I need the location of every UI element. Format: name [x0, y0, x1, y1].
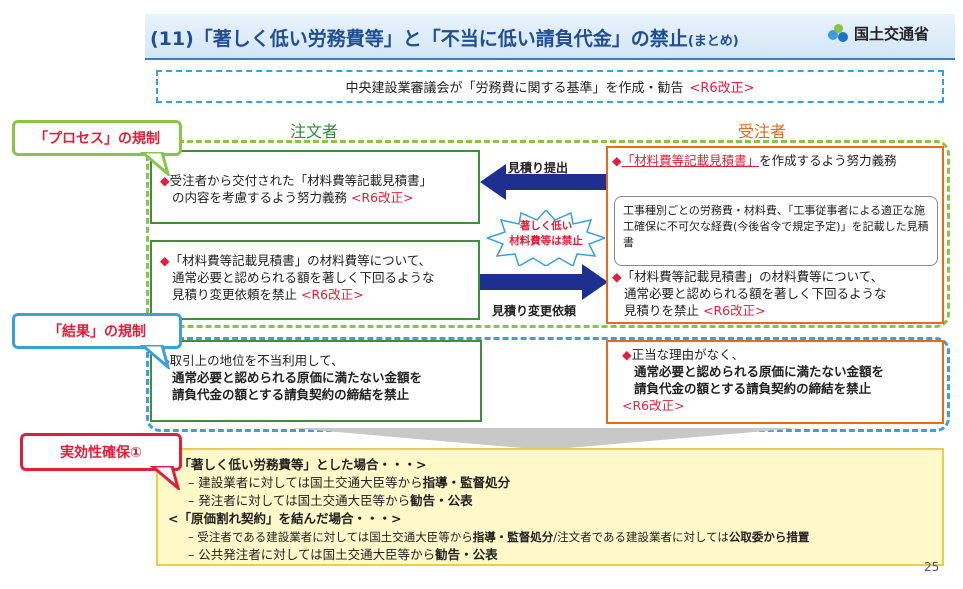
header-underline	[145, 58, 955, 60]
burst-line2: 材料費等は禁止	[509, 235, 583, 247]
orderer-box2-line3: 見積り変更依頼を禁止	[172, 287, 298, 302]
arrows-graphic	[480, 164, 608, 300]
result-contractor-line3: 請負代金の額とする請負契約の締結を禁止	[634, 381, 872, 396]
title-main: (11)「著しく低い労務費等」と「不当に低い請負代金」の禁止	[150, 28, 688, 50]
contractor-box1-rest: を作成するよう努力義務	[759, 153, 897, 168]
contractor-box2-line2: 通常必要と認められる額を著しく下回るような	[624, 286, 887, 301]
estimate-submit-label: 見積り提出	[508, 161, 569, 175]
mlit-logo-icon	[826, 22, 850, 44]
header-bar	[145, 14, 955, 58]
enforcement-heading-2: <「原価割れ契約」を結んだ場合・・・>	[168, 511, 402, 526]
estimate-change-arrow-icon	[480, 264, 608, 300]
contractor-estimate-prohibit: ◆「材料費等記載見積書」の材料費等について、 通常必要と認められる額を著しく下回…	[612, 268, 942, 319]
page-number: 25	[924, 560, 940, 574]
orderer-box2-tag: <R6改正>	[301, 287, 364, 302]
prohibition-burst-icon	[487, 210, 605, 266]
enforcement-item-4: – 公共発注者に対しては国土交通大臣等から勧告・公表	[188, 547, 498, 562]
result-orderer-line1: 取引上の地位を不当利用して、	[169, 353, 344, 368]
enforcement-item-3: – 受注者である建設業者に対しては国土交通大臣等から指導・監督処分/注文者である…	[188, 530, 810, 544]
estimate-submit-arrow-icon	[480, 164, 608, 200]
orderer-box1-tag: <R6改正>	[351, 190, 414, 205]
burst-line1: 著しく低い	[519, 220, 573, 232]
result-contractor-line1: 正当な理由がなく、	[631, 347, 745, 362]
ministry-name: 国土交通省	[854, 24, 930, 43]
orderer-result-box: ◆取引上の地位を不当利用して、 通常必要と認められる原価に満たない金額を 請負代…	[150, 340, 482, 422]
ministry-logo: 国土交通省	[826, 22, 929, 44]
orderer-consideration-box: ◆受注者から交付された「材料費等記載見積書」 の内容を考慮するよう努力義務 <R…	[150, 150, 480, 224]
bullet: ◆	[160, 173, 170, 188]
contractor-estimate-line: ◆「材料費等記載見積書」を作成するよう努力義務	[612, 152, 940, 169]
label-pointer-icon	[140, 345, 170, 369]
bullet: ◆	[160, 253, 170, 268]
enforcement-heading-1: <「著しく低い労務費等」とした場合・・・>	[168, 457, 427, 472]
labor-cost-standard-box: 中央建設業審議会が「労務費に関する基準」を作成・勧告 <R6改正>	[156, 70, 944, 103]
bullet: ◆	[612, 153, 622, 168]
result-orderer-line2: 通常必要と認められる原価に満たない金額を	[172, 370, 423, 385]
result-regulation-label: 「結果」の規制	[12, 313, 182, 349]
enforcement-item-1: – 建設業者に対しては国土交通大臣等から指導・監督処分	[188, 475, 511, 490]
orderer-change-request-box: ◆「材料費等記載見積書」の材料費等について、 通常必要と認められる額を著しく下回…	[150, 240, 480, 320]
page-title: (11)「著しく低い労務費等」と「不当に低い請負代金」の禁止(まとめ)	[150, 24, 739, 51]
title-suffix: (まとめ)	[687, 34, 739, 49]
estimate-doc-link[interactable]: 「材料費等記載見積書」	[621, 153, 760, 168]
bullet: ◆	[622, 347, 632, 362]
process-regulation-label: 「プロセス」の規制	[12, 120, 182, 156]
enforcement-item-2: – 発注者に対しては国土交通大臣等から勧告・公表	[188, 493, 473, 508]
standard-text: 中央建設業審議会が「労務費に関する基準」を作成・勧告	[345, 81, 684, 96]
label-pointer-icon	[150, 466, 180, 490]
contractor-result-box: ◆正当な理由がなく、 通常必要と認められる原価に満たない金額を 請負代金の額とす…	[606, 340, 944, 424]
label-pointer-icon	[140, 152, 170, 176]
contractor-box2-tag: <R6改正>	[703, 303, 766, 318]
contractor-box2-line1: 「材料費等記載見積書」の材料費等について、	[621, 269, 884, 284]
result-contractor-line2: 通常必要と認められる原価に満たない金額を	[634, 364, 885, 379]
contractor-box2-line3: 見積りを禁止	[624, 303, 700, 318]
orderer-heading: 注文者	[290, 122, 339, 141]
orderer-box1-line1: 受注者から交付された「材料費等記載見積書」	[169, 173, 433, 188]
process-region	[146, 140, 950, 328]
orderer-box1-line2: の内容を考慮するよう努力義務	[172, 190, 348, 205]
contractor-heading: 受注者	[738, 122, 787, 141]
standard-tag: <R6改正>	[689, 81, 755, 96]
bullet: ◆	[612, 269, 622, 284]
result-contractor-tag: <R6改正>	[622, 398, 685, 413]
orderer-box2-line1: 「材料費等記載見積書」の材料費等について、	[169, 253, 432, 268]
burst-text: 著しく低い 材料費等は禁止	[487, 219, 605, 249]
result-orderer-line3: 請負代金の額とする請負契約の締結を禁止	[172, 387, 410, 402]
down-chevron-icon	[290, 428, 800, 450]
estimate-definition-note: 工事種別ごとの労務費・材料費、「工事従事者による適正な施工確保に不可欠な経費(今…	[614, 196, 938, 266]
estimate-definition-text: 工事種別ごとの労務費・材料費、「工事従事者による適正な施工確保に不可欠な経費(今…	[623, 204, 929, 249]
orderer-box2-line2: 通常必要と認められる額を著しく下回るような	[172, 270, 435, 285]
estimate-change-label: 見積り変更依頼	[492, 304, 577, 318]
enforcement-box: <「著しく低い労務費等」とした場合・・・> – 建設業者に対しては国土交通大臣等…	[156, 448, 944, 566]
enforcement-label: 実効性確保①	[20, 433, 182, 471]
